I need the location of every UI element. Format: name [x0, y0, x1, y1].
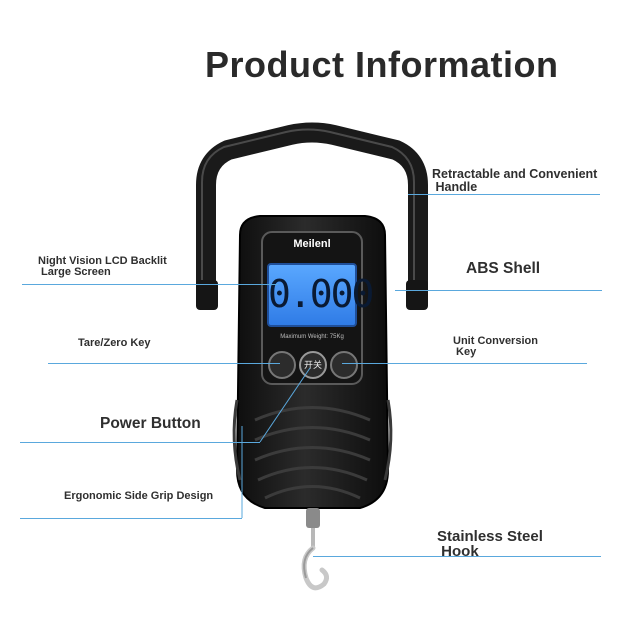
hook-callout-line	[313, 556, 601, 557]
label-hook: Stainless Steel Hook	[437, 528, 543, 560]
tare-zero-key[interactable]	[268, 351, 296, 379]
label-unit: Unit Conversion Key	[453, 335, 538, 358]
brand-logo: Meilenl	[293, 238, 331, 250]
grip-callout-line	[20, 518, 242, 519]
unit-conversion-key[interactable]	[330, 351, 358, 379]
handle-callout-line	[408, 194, 600, 195]
power-key[interactable]: 开关	[299, 351, 327, 379]
label-power: Power Button	[100, 415, 201, 432]
power-callout-line	[20, 442, 260, 443]
page-title: Product Information	[205, 44, 559, 85]
label-tare: Tare/Zero Key	[78, 337, 151, 349]
max-weight-label: Maximum Weight: 75Kg	[280, 334, 344, 340]
shell-callout-line	[395, 290, 602, 291]
tare-callout-line	[48, 363, 280, 364]
label-handle: Retractable and Convenient Handle	[432, 167, 598, 194]
label-grip: Ergonomic Side Grip Design	[64, 490, 214, 502]
hook	[301, 508, 330, 591]
handle	[196, 122, 428, 310]
screen-callout-line	[22, 284, 278, 285]
unit-callout-line	[342, 363, 587, 364]
label-shell: ABS Shell	[466, 260, 541, 277]
label-screen: Night Vision LCD Backlit Large Screen	[38, 255, 167, 278]
